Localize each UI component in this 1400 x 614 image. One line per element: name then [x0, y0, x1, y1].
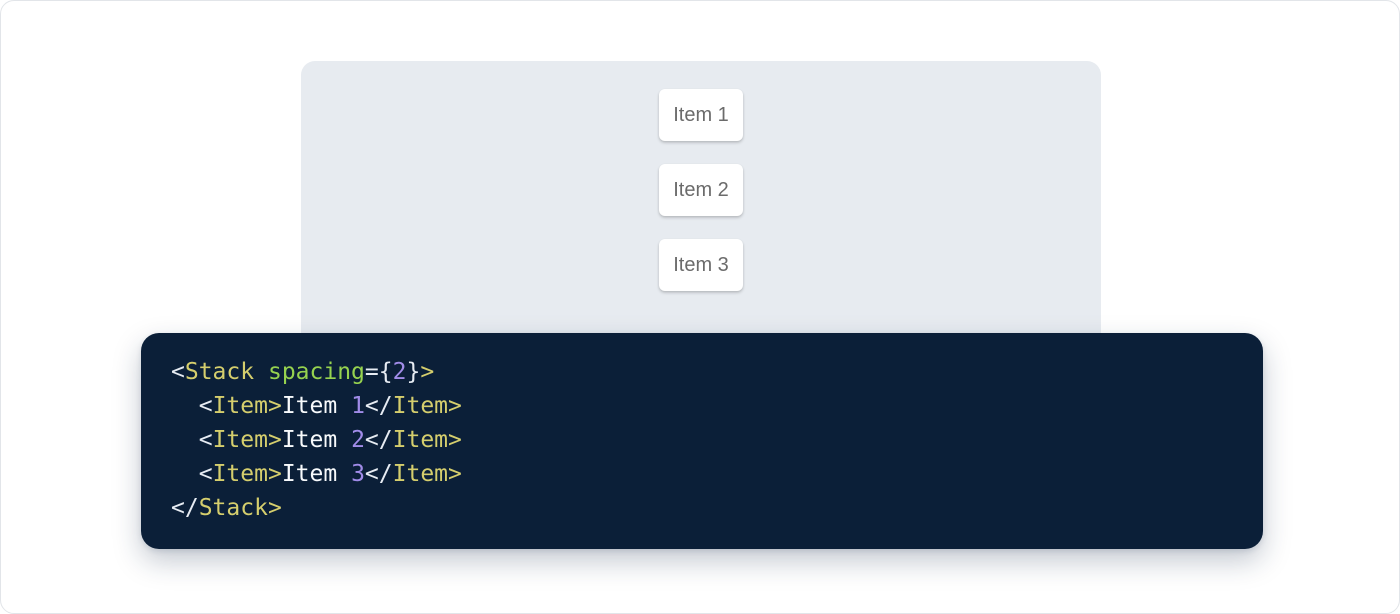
code-token-plain [171, 393, 199, 419]
code-line: <Item>Item 1</Item> [171, 389, 1233, 423]
code-token-tag: > [448, 393, 462, 419]
demo-panel: Item 1 Item 2 Item 3 [301, 61, 1101, 361]
code-line: <Stack spacing={2}> [171, 355, 1233, 389]
code-token-tag: > [448, 461, 462, 487]
code-token-tag: > [267, 393, 282, 419]
code-token-tag: Stack [184, 359, 255, 385]
code-token-plain [171, 427, 199, 453]
code-token-attr: spacing [267, 359, 365, 385]
code-token-tag: Item [392, 427, 449, 453]
code-token-punct: < [198, 393, 213, 419]
code-token-tag: Item [392, 393, 449, 419]
code-token-punct: < [171, 359, 185, 385]
code-token-punct: </ [364, 461, 393, 487]
code-line: <Item>Item 2</Item> [171, 423, 1233, 457]
code-token-punct: </ [364, 427, 393, 453]
code-token-plain: Item [281, 427, 352, 453]
code-token-num: 2 [351, 427, 365, 453]
code-line: <Item>Item 3</Item> [171, 457, 1233, 491]
code-token-tag: Stack [198, 495, 268, 521]
code-token-punct: < [198, 427, 213, 453]
code-token-tag: > [448, 427, 462, 453]
code-token-plain [171, 461, 199, 487]
code-token-tag: > [267, 427, 282, 453]
code-block: <Stack spacing={2}> <Item>Item 1</Item> … [141, 333, 1263, 549]
item-card-label: Item 1 [673, 104, 729, 126]
code-token-punct: </ [364, 393, 393, 419]
item-card: Item 2 [659, 164, 743, 216]
code-token-num: 2 [392, 359, 407, 385]
item-card: Item 3 [659, 239, 743, 291]
code-token-plain: Item [281, 461, 352, 487]
code-token-tag: > [420, 359, 435, 385]
code-token-punct: } [406, 359, 421, 385]
code-line: </Stack> [171, 491, 1233, 525]
code-token-tag: > [267, 461, 282, 487]
code-token-punct: ={ [364, 359, 393, 385]
code-token-plain: Item [281, 393, 352, 419]
code-token-tag: Item [392, 461, 449, 487]
item-card: Item 1 [659, 89, 743, 141]
code-content: <Stack spacing={2}> <Item>Item 1</Item> … [171, 355, 1233, 525]
code-token-tag: Item [212, 427, 268, 453]
code-token-punct: </ [171, 495, 199, 521]
code-token-punct: < [198, 461, 213, 487]
code-token-num: 3 [351, 461, 365, 487]
code-token-num: 1 [351, 393, 365, 419]
item-stack: Item 1 Item 2 Item 3 [301, 61, 1101, 291]
code-token-plain [254, 359, 268, 385]
item-card-label: Item 3 [673, 254, 729, 276]
code-token-tag: Item [212, 393, 268, 419]
item-card-label: Item 2 [673, 179, 729, 201]
code-token-tag: > [267, 495, 282, 521]
code-token-tag: Item [212, 461, 268, 487]
